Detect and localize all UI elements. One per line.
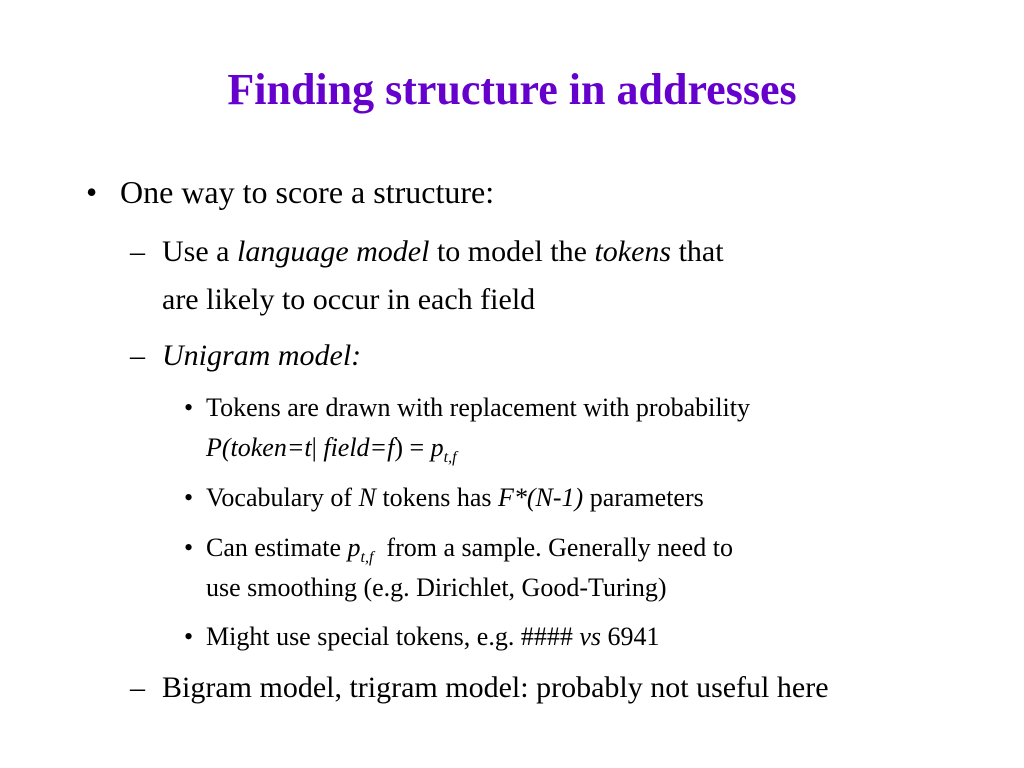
bullet-marker: • bbox=[86, 174, 98, 210]
formula-subscript: t,f bbox=[443, 449, 457, 466]
bullet-marker: • bbox=[184, 622, 194, 651]
point-text: Vocabulary of N tokens has F*(N-1) param… bbox=[206, 478, 704, 518]
formula-part: P(token=t bbox=[206, 433, 312, 462]
dash-marker: – bbox=[130, 339, 145, 372]
slide-title: Finding structure in addresses bbox=[227, 65, 797, 114]
text-italic: p bbox=[347, 533, 361, 562]
formula-part: field=f bbox=[323, 433, 395, 462]
dash-marker: – bbox=[130, 671, 145, 704]
text-run: Can estimate bbox=[206, 533, 348, 562]
point-line-1: Tokens are drawn with replacement with p… bbox=[206, 393, 751, 422]
point-text: Might use special tokens, e.g. #### vs 6… bbox=[206, 617, 660, 657]
text-italic: F*(N-1) bbox=[497, 483, 584, 512]
bullet-score-structure: • One way to score a structure: bbox=[86, 167, 494, 217]
point-estimate: • Can estimate pt,f from a sample. Gener… bbox=[184, 528, 733, 608]
bullet-marker: • bbox=[184, 483, 194, 512]
formula-part: p bbox=[430, 433, 444, 462]
point-special-tokens: • Might use special tokens, e.g. #### vs… bbox=[184, 617, 660, 657]
text-run: to model the bbox=[429, 235, 595, 268]
text-italic-language-model: language model bbox=[236, 235, 430, 268]
point-tokens-drawn: • Tokens are drawn with replacement with… bbox=[184, 388, 750, 468]
dash-marker: – bbox=[130, 235, 145, 268]
formula-part: | bbox=[311, 433, 324, 462]
subbullet-unigram-model: – Unigram model: bbox=[130, 332, 361, 380]
text-run: Use a bbox=[162, 235, 237, 268]
point-line-1: Can estimate pt,f from a sample. General… bbox=[206, 528, 733, 568]
point-formula: P(token=t| field=f) = pt,f bbox=[206, 428, 750, 468]
text-run: 6941 bbox=[601, 622, 660, 651]
subbullet-language-model: – Use a language model to model the toke… bbox=[130, 228, 724, 324]
text-run: parameters bbox=[583, 483, 704, 512]
text-italic-tokens: tokens bbox=[594, 235, 672, 268]
bullet-marker: • bbox=[184, 533, 194, 562]
subbullet-line-1: Use a language model to model the tokens… bbox=[162, 228, 724, 276]
subbullet-text: Unigram model: bbox=[162, 339, 362, 372]
subbullet-bigram-model: – Bigram model, trigram model: probably … bbox=[130, 664, 829, 712]
text-italic: N bbox=[358, 483, 376, 512]
formula-subscript: t,f bbox=[360, 549, 374, 566]
point-vocabulary: • Vocabulary of N tokens has F*(N-1) par… bbox=[184, 478, 704, 518]
text-run: tokens has bbox=[375, 483, 498, 512]
bullet-text: One way to score a structure: bbox=[120, 174, 495, 210]
point-line-2: use smoothing (e.g. Dirichlet, Good-Turi… bbox=[206, 573, 667, 602]
bullet-marker: • bbox=[184, 393, 194, 422]
formula-part: ) = bbox=[394, 433, 431, 462]
subbullet-line-2: are likely to occur in each field bbox=[162, 283, 536, 316]
subbullet-text: Use a language model to model the tokens… bbox=[162, 228, 724, 324]
point-text: Tokens are drawn with replacement with p… bbox=[206, 388, 750, 468]
text-italic: vs bbox=[579, 622, 602, 651]
subbullet-text: Bigram model, trigram model: probably no… bbox=[162, 671, 829, 704]
text-run: from a sample. Generally need to bbox=[373, 533, 733, 562]
point-text: Can estimate pt,f from a sample. General… bbox=[206, 528, 733, 608]
text-run: Might use special tokens, e.g. #### bbox=[206, 622, 580, 651]
text-run: that bbox=[671, 235, 724, 268]
text-run: Vocabulary of bbox=[206, 483, 359, 512]
